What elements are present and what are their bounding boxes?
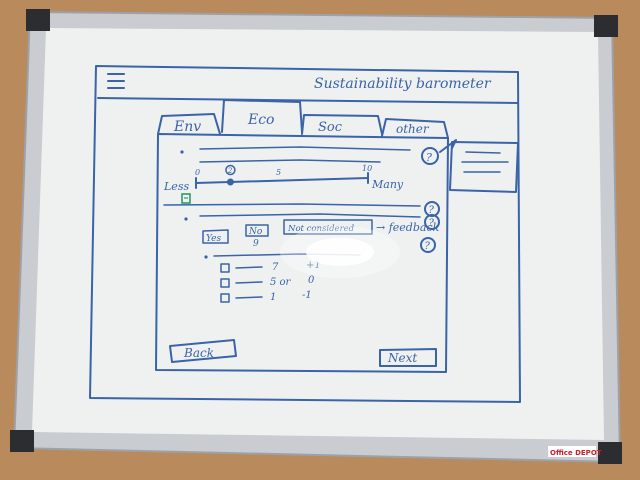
back-button[interactable]: Back <box>169 339 237 363</box>
checklist-score: 0 <box>308 275 315 286</box>
help-icon-1[interactable]: ? <box>421 147 439 165</box>
help-icon-4[interactable]: ? <box>420 237 436 253</box>
slider-value-label: 2 <box>227 167 233 175</box>
popover-pointer <box>439 139 457 153</box>
checklist-score: +1 <box>306 260 321 271</box>
brand-logo <box>548 446 596 457</box>
sketch-header-divider <box>97 97 519 104</box>
no-count: 9 <box>253 239 259 249</box>
slider-value-bubble: 2 <box>225 164 236 176</box>
checklist-number: 7 <box>272 262 279 273</box>
text-line-divider <box>163 203 421 207</box>
tab-env[interactable]: Env <box>157 113 221 135</box>
tab-soc[interactable]: Soc <box>301 114 383 135</box>
slider-tick-mid: 5 <box>276 168 281 177</box>
slider-track[interactable] <box>195 177 369 184</box>
frame-corner-top-left <box>26 9 50 31</box>
sketch-window-frame <box>89 65 521 403</box>
bullet-1 <box>180 150 184 154</box>
slider-max-label: Many <box>371 178 404 191</box>
yes-button[interactable]: Yes <box>202 229 229 244</box>
checklist-number: 1 <box>270 292 276 303</box>
svg-text:?: ? <box>429 205 435 216</box>
frame-corner-top-right <box>594 15 618 37</box>
tab-other-label: other <box>396 122 430 136</box>
app-title: Sustainability barometer <box>314 76 492 92</box>
slider-tick-max: 10 <box>362 164 372 173</box>
feedback-note: → feedback <box>376 221 440 234</box>
text-line-1a <box>199 146 411 151</box>
tab-env-label: Env <box>173 119 201 135</box>
tab-soc-label: Soc <box>318 120 343 135</box>
checklist-score: -1 <box>302 290 312 301</box>
text-line-2 <box>199 213 421 218</box>
tab-other[interactable]: other <box>381 118 449 139</box>
svg-text:?: ? <box>429 218 435 229</box>
checklist-row[interactable]: 7 +1 <box>220 260 321 273</box>
no-button[interactable]: No <box>245 224 269 237</box>
slider-end-caps <box>195 172 369 189</box>
brand-logo-text: Office DEPOT <box>550 449 602 457</box>
checklist-number: 5 or <box>270 277 292 288</box>
green-marker-icon <box>181 193 191 204</box>
help-popover <box>449 141 519 193</box>
no-button-label: No <box>248 227 263 237</box>
bullet-2 <box>184 217 188 221</box>
slider-thumb[interactable] <box>226 178 234 186</box>
help-icon-3[interactable]: ? <box>424 214 440 230</box>
yes-button-label: Yes <box>206 234 221 244</box>
hamburger-menu-icon[interactable] <box>107 73 125 89</box>
back-button-label: Back <box>183 346 214 360</box>
not-considered-button[interactable]: Not considered <box>283 219 373 235</box>
svg-text:?: ? <box>425 241 431 252</box>
svg-text:?: ? <box>426 151 432 164</box>
frame-corner-bottom-right <box>598 442 622 464</box>
slider-min-label: Less <box>163 180 189 193</box>
slider-tick-min: 0 <box>195 168 200 177</box>
checklist-row[interactable]: 5 or 0 <box>220 275 315 288</box>
frame-corner-bottom-left <box>10 430 34 452</box>
content-panel <box>155 133 449 373</box>
checklist-row[interactable]: 1 -1 <box>220 290 312 303</box>
next-button[interactable]: Next <box>379 348 437 367</box>
bullet-3 <box>204 255 208 259</box>
tab-eco[interactable]: Eco <box>221 99 303 133</box>
not-considered-button-label: Not considered <box>287 224 355 234</box>
tab-eco-label: Eco <box>247 112 275 128</box>
light-glare <box>306 238 374 266</box>
text-line-1b <box>199 159 381 163</box>
next-button-label: Next <box>387 351 417 365</box>
